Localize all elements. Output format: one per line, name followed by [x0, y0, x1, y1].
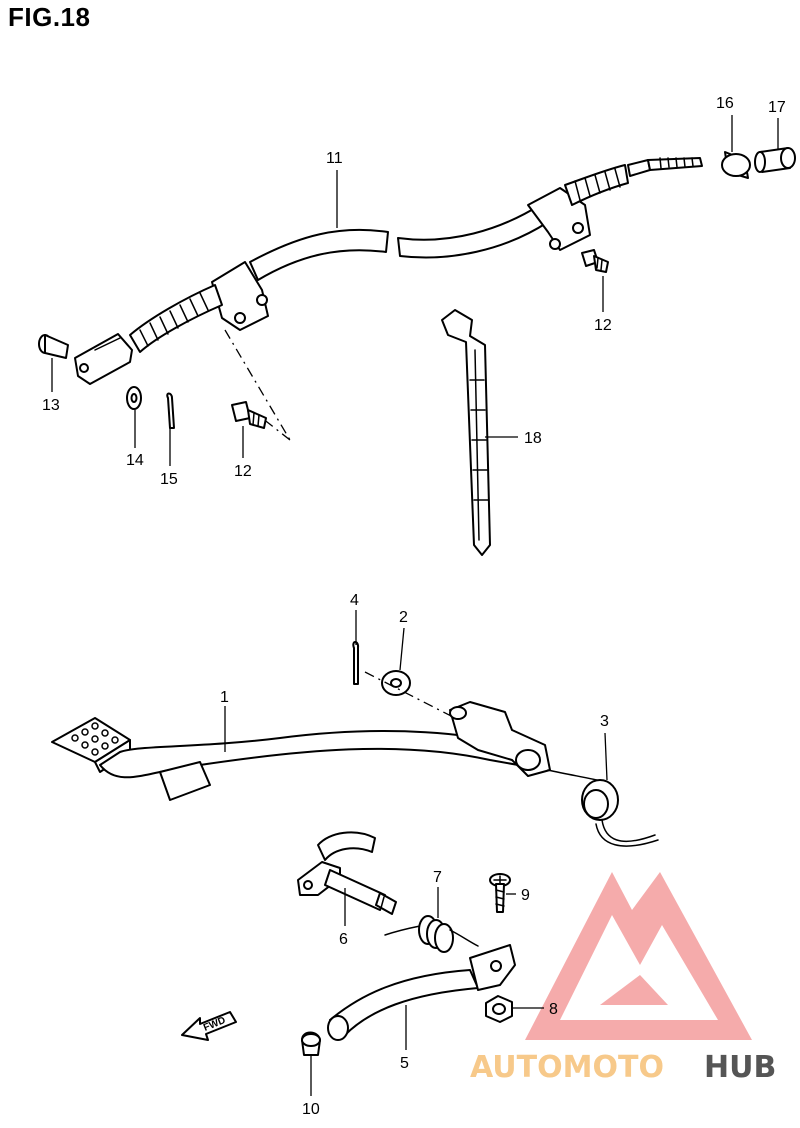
callout-1: 1	[220, 689, 229, 706]
callout-10: 10	[302, 1101, 320, 1118]
part-17-adjuster-nut[interactable]	[754, 147, 796, 173]
part-12-bolt-upper[interactable]	[581, 249, 609, 273]
callout-2: 2	[399, 609, 408, 626]
part-4-cotter-pin[interactable]	[352, 641, 360, 685]
part-5-lever-arm[interactable]	[327, 944, 516, 1041]
callout-18: 18	[524, 430, 542, 447]
part-13-clevis-pin[interactable]	[38, 334, 69, 359]
assembly-axis-line	[364, 671, 456, 719]
callout-5: 5	[400, 1055, 409, 1072]
callout-6: 6	[339, 931, 348, 948]
callout-3: 3	[600, 713, 609, 730]
part-18-cable-tie[interactable]	[441, 309, 491, 556]
callout-17: 17	[768, 99, 786, 116]
watermark-logo	[525, 872, 752, 1040]
callout-9: 9	[521, 887, 530, 904]
part-1-brake-pedal[interactable]	[51, 701, 551, 801]
watermark-text-automoto: AUTOMOTO	[470, 1050, 664, 1085]
part-2-washer[interactable]	[381, 670, 411, 696]
part-6-pivot-shaft[interactable]	[297, 831, 397, 915]
callout-4: 4	[350, 592, 359, 609]
leader-lines	[51, 115, 779, 1096]
part-10-cap[interactable]	[301, 1031, 321, 1056]
part-14-washer[interactable]	[126, 386, 142, 410]
part-15-cotter-pin[interactable]	[166, 392, 175, 429]
callout-13: 13	[42, 397, 60, 414]
part-3-return-spring[interactable]	[547, 769, 659, 847]
part-9-screw[interactable]	[489, 873, 511, 913]
part-7-spring[interactable]	[384, 915, 479, 953]
callout-11: 11	[326, 150, 343, 167]
figure-title: FIG.18	[8, 2, 91, 32]
part-12-bolt-lower[interactable]	[231, 401, 267, 429]
watermark-text-hub: HUB	[704, 1050, 776, 1085]
callout-8: 8	[549, 1001, 558, 1018]
callout-7: 7	[433, 869, 442, 886]
callout-14: 14	[126, 452, 144, 469]
fwd-direction-arrow: FWD	[181, 1011, 237, 1041]
callout-16: 16	[716, 95, 734, 112]
callout-15: 15	[160, 471, 178, 488]
callout-12-lower: 12	[234, 463, 252, 480]
part-8-nut[interactable]	[485, 995, 513, 1023]
callout-12-upper: 12	[594, 317, 612, 334]
part-16-cable-joint[interactable]	[721, 151, 751, 179]
part-11-brake-cable[interactable]	[74, 157, 703, 441]
